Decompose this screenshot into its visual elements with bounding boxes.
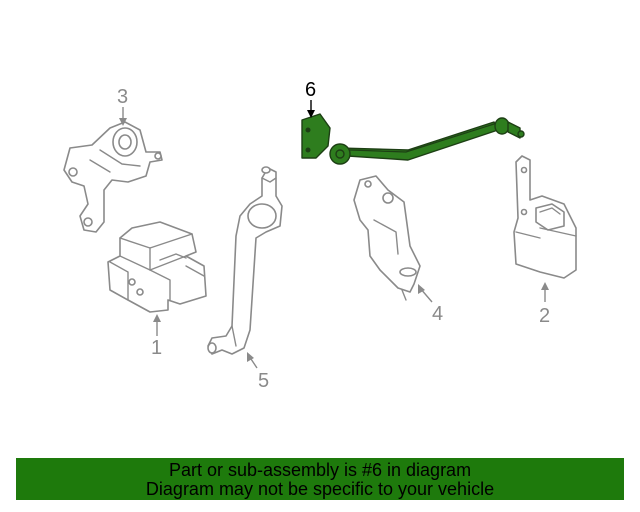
- callout-1-label: 1: [151, 337, 162, 359]
- callout-4: 4: [418, 284, 443, 325]
- part-4-bracket[interactable]: [353, 175, 421, 301]
- callout-4-label: 4: [432, 303, 443, 325]
- callout-6-label: 6: [305, 79, 316, 101]
- part-2-sensor[interactable]: [513, 155, 577, 279]
- callout-3-label: 3: [117, 86, 128, 108]
- callout-2-label: 2: [539, 305, 550, 327]
- callout-2: 2: [539, 282, 550, 327]
- callout-5: 5: [247, 352, 269, 392]
- part-6-sensor-rod[interactable]: [301, 113, 525, 165]
- part-1-sensor[interactable]: [107, 221, 207, 313]
- info-banner: Part or sub-assembly is #6 in diagram Di…: [16, 458, 624, 500]
- part-3-bracket[interactable]: [63, 121, 163, 233]
- part-5-link-arm[interactable]: [207, 166, 283, 355]
- callout-6: 6: [305, 79, 316, 118]
- callout-5-label: 5: [258, 370, 269, 392]
- banner-line-2: Diagram may not be specific to your vehi…: [145, 479, 495, 499]
- callout-3: 3: [117, 86, 128, 126]
- banner-line-1: Part or sub-assembly is #6 in diagram: [168, 460, 472, 480]
- callout-1: 1: [151, 314, 162, 359]
